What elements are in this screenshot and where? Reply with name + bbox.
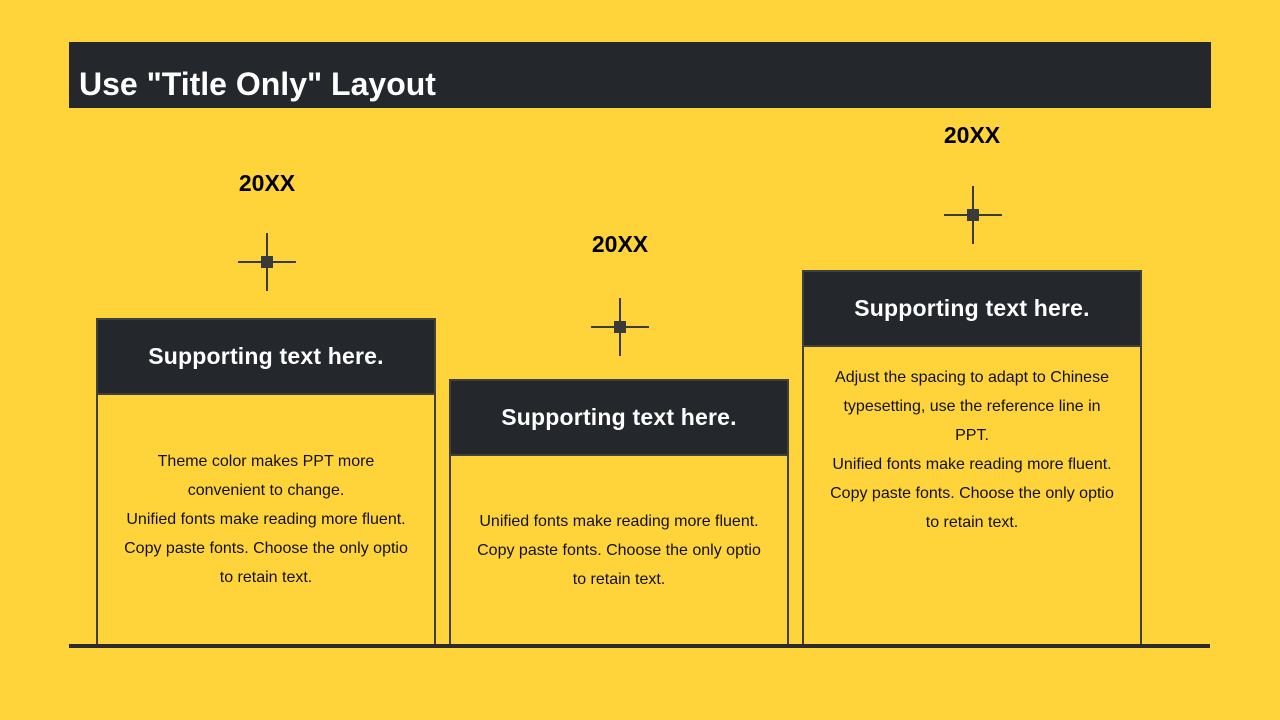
card-text-line: typesetting, use the reference line in <box>843 398 1101 415</box>
card-text-line: Unified fonts make reading more fluent. <box>126 511 406 528</box>
card-text-line: Unified fonts make reading more fluent. <box>832 456 1112 473</box>
crosshair-icon <box>944 186 1002 244</box>
card-body-2: Unified fonts make reading more fluent. … <box>451 456 787 644</box>
card-text-line: Copy paste fonts. Choose the only optio <box>477 541 761 559</box>
step-card-3: Supporting text here. Adjust the spacing… <box>802 270 1142 646</box>
step-card-2: Supporting text here. Unified fonts make… <box>449 379 789 646</box>
card-text-line: convenient to change. <box>187 482 345 499</box>
slide-title: Use "Title Only" Layout <box>79 66 436 102</box>
card-text-line: to retain text. <box>925 514 1019 531</box>
card-text-line: Copy paste fonts. Choose the only optio <box>830 485 1114 502</box>
card-text-line: to retain text. <box>572 570 666 588</box>
crosshair-icon <box>591 298 649 356</box>
step-card-1: Supporting text here. Theme color makes … <box>96 318 436 646</box>
card-text-line: to retain text. <box>219 569 313 586</box>
year-label-3: 20XX <box>943 122 1001 148</box>
card-header-2: Supporting text here. <box>451 381 787 456</box>
title-bar: Use "Title Only" Layout <box>69 42 1211 108</box>
card-text-line: PPT. <box>955 427 989 444</box>
card-header-1: Supporting text here. <box>98 320 434 395</box>
card-text-line: Copy paste fonts. Choose the only optio <box>124 540 408 557</box>
year-label-2: 20XX <box>591 231 649 257</box>
card-text-line: Unified fonts make reading more fluent. <box>479 512 759 530</box>
crosshair-icon <box>238 233 296 291</box>
card-body-1: Theme color makes PPT more convenient to… <box>98 395 434 644</box>
card-text-line: Theme color makes PPT more <box>157 453 375 470</box>
card-body-3: Adjust the spacing to adapt to Chinese t… <box>804 347 1140 644</box>
year-label-1: 20XX <box>238 170 296 196</box>
card-header-3: Supporting text here. <box>804 272 1140 347</box>
baseline-divider <box>69 644 1210 648</box>
card-text-line: Adjust the spacing to adapt to Chinese <box>835 369 1109 386</box>
